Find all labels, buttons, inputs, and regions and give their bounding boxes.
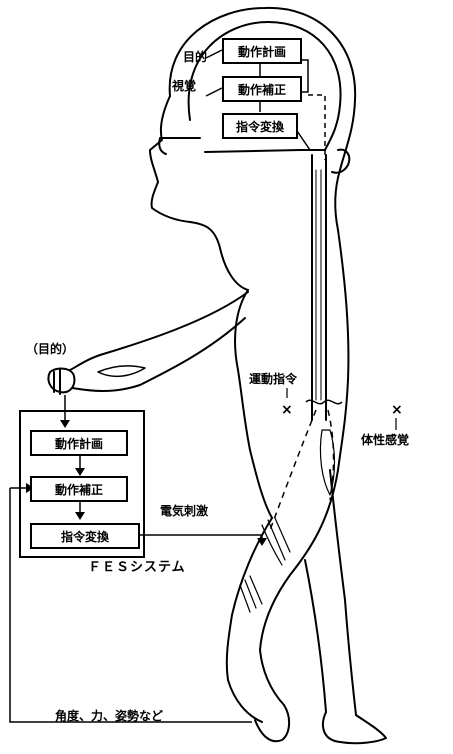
fist-icon — [48, 369, 74, 394]
arm-lower — [72, 318, 245, 391]
stimulation-label: 電気刺激 — [160, 504, 208, 518]
thigh-front — [227, 518, 272, 680]
fes-purpose-label: （目的） — [26, 342, 74, 356]
brain-purpose-arrow — [206, 50, 222, 58]
calf-muscle — [320, 430, 334, 495]
shin-muscle — [240, 576, 262, 612]
brain-purpose-label: 目的 — [183, 50, 207, 64]
thigh-muscle — [262, 518, 290, 565]
glasses-icon — [159, 138, 200, 154]
fes-box-motion-correction: 動作補正 — [30, 476, 128, 502]
front-foot — [255, 705, 289, 741]
brain-box-motion-plan: 動作計画 — [222, 38, 302, 64]
motor-block-mark: × — [281, 402, 293, 418]
fes-arrowhead-1 — [75, 468, 85, 476]
belly-outline — [235, 290, 272, 518]
brain-vision-label: 視覚 — [172, 79, 196, 93]
fes-box-command-conversion: 指令変換 — [30, 523, 140, 549]
spinal-cord — [312, 155, 326, 420]
stimulation-line — [140, 535, 262, 540]
forearm-muscle — [98, 366, 145, 376]
somatosensory-label: 体性感覚 — [361, 433, 409, 447]
fes-purpose-arrowhead — [60, 420, 70, 428]
rear-leg-inner — [305, 560, 326, 712]
motor-nerve-dash — [270, 410, 316, 530]
front-shin-back — [260, 650, 284, 705]
thigh-back — [260, 470, 338, 650]
brain-vision-arrow — [206, 88, 222, 96]
front-shin — [228, 680, 262, 722]
back-outline — [338, 230, 348, 470]
fes-box-motion-plan: 動作計画 — [30, 430, 128, 456]
sensory-block-mark: × — [391, 402, 403, 418]
brain-box-motion-correction: 動作補正 — [222, 76, 302, 102]
brain-box-command-conversion: 指令変換 — [222, 113, 298, 139]
rear-leg — [330, 470, 356, 715]
feedback-label: 角度、力、姿勢など — [55, 709, 163, 723]
fes-arrowhead-2 — [75, 512, 85, 520]
neck-back — [335, 170, 340, 230]
fes-system-label: ＦＥＳシステム — [88, 561, 186, 575]
arm-upper — [70, 292, 248, 370]
motor-command-label: 運動指令 — [249, 372, 297, 386]
rear-foot — [323, 712, 386, 743]
